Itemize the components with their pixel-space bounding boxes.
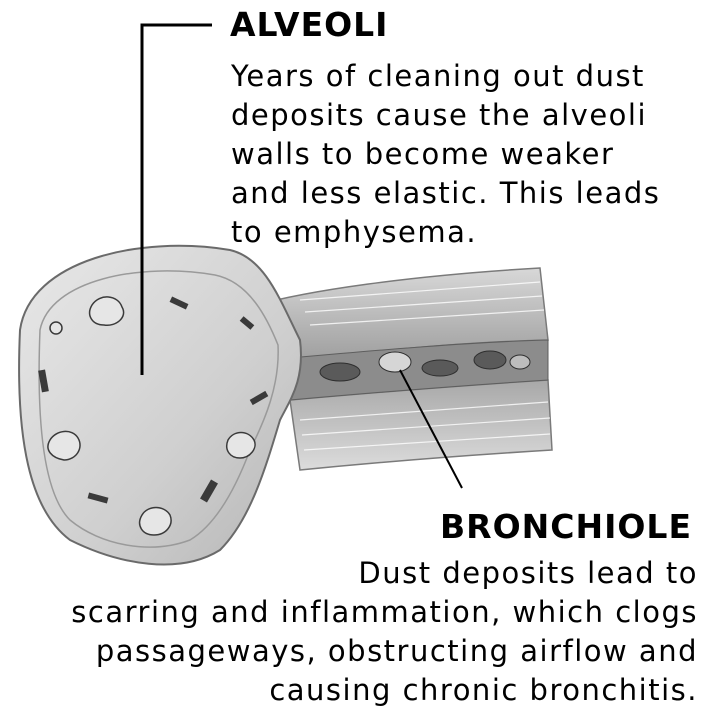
alveoli-line: deposits cause the alveoli [231, 96, 726, 135]
bronchiole-line: Dust deposits lead to [0, 554, 698, 593]
alveoli-line: walls to become weaker [231, 135, 726, 174]
alveoli-line: and less elastic. This leads [231, 174, 726, 213]
alveoli-description: Years of cleaning out dust deposits caus… [231, 57, 726, 252]
alveoli-line: to emphysema. [231, 213, 726, 252]
bronchiole-line: causing chronic bronchitis. [0, 671, 698, 710]
bronchiole-heading: BRONCHIOLE [440, 510, 692, 543]
bronchiole-line: passageways, obstructing airflow and [0, 632, 698, 671]
alveoli-line: Years of cleaning out dust [231, 57, 726, 96]
bronchiole-line: scarring and inflammation, which clogs [0, 593, 698, 632]
alveoli-heading: ALVEOLI [230, 8, 388, 41]
bronchiole-description: Dust deposits lead to scarring and infla… [0, 554, 698, 710]
